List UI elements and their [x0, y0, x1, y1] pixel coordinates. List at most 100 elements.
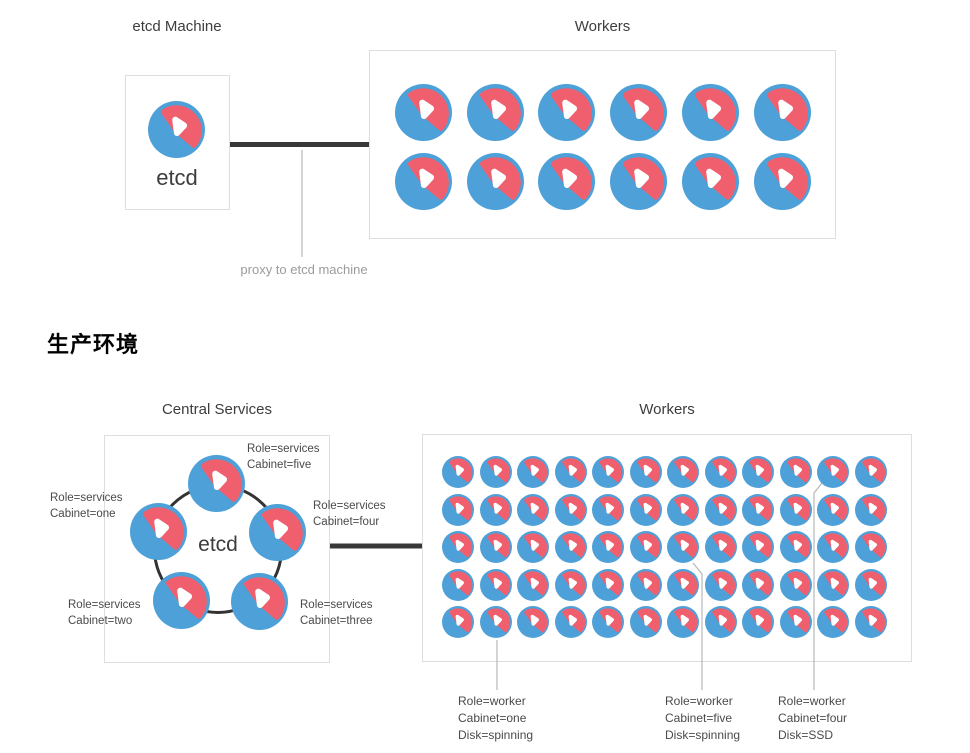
- node-label-line: Cabinet=one: [50, 508, 116, 520]
- worker-label-line: Cabinet=four: [778, 711, 848, 725]
- worker-label-line: Role=worker: [778, 694, 846, 708]
- worker-node-icon: [630, 531, 662, 563]
- worker-node-icon: [442, 456, 474, 488]
- worker-node-icon: [754, 153, 811, 210]
- worker-node-icon: [442, 606, 474, 638]
- worker-node-icon: [517, 606, 549, 638]
- node-label-line: Role=services: [50, 492, 123, 504]
- worker-node-icon: [517, 456, 549, 488]
- worker-node-icon: [780, 606, 812, 638]
- etcd-node-icon-three: [231, 573, 288, 630]
- node-label-line: Cabinet=five: [247, 459, 312, 471]
- worker-node-icon: [705, 606, 737, 638]
- node-label-line: Role=services: [300, 599, 373, 611]
- worker-node-icon: [480, 531, 512, 563]
- worker-label-line: Cabinet=one: [458, 711, 527, 725]
- node-label-cabinet-two: Role=services Cabinet=two: [68, 597, 141, 629]
- worker-label-cabinet-five: Role=worker Cabinet=five Disk=spinning: [665, 693, 740, 744]
- worker-node-icon: [817, 494, 849, 526]
- worker-node-icon: [442, 531, 474, 563]
- worker-node-icon: [555, 606, 587, 638]
- bottom-workers-title: Workers: [639, 401, 695, 418]
- worker-node-icon: [817, 606, 849, 638]
- worker-node-icon: [855, 456, 887, 488]
- worker-node-icon: [592, 494, 624, 526]
- node-label-cabinet-five: Role=services Cabinet=five: [247, 441, 320, 473]
- worker-node-icon: [780, 569, 812, 601]
- worker-node-icon: [780, 494, 812, 526]
- worker-label-line: Disk=spinning: [665, 728, 741, 742]
- worker-node-icon: [817, 531, 849, 563]
- worker-node-icon: [630, 569, 662, 601]
- worker-node-icon: [555, 569, 587, 601]
- node-label-line: Role=services: [68, 599, 141, 611]
- worker-node-icon: [742, 606, 774, 638]
- worker-node-icon: [610, 153, 667, 210]
- node-label-line: Cabinet=two: [68, 615, 133, 627]
- node-label-line: Role=services: [247, 443, 320, 455]
- worker-node-icon: [855, 494, 887, 526]
- worker-node-icon: [855, 531, 887, 563]
- worker-node-icon: [630, 494, 662, 526]
- worker-node-icon: [705, 569, 737, 601]
- etcd-machine-label: etcd: [156, 165, 198, 190]
- worker-node-icon: [742, 456, 774, 488]
- node-label-line: Cabinet=three: [300, 615, 373, 627]
- worker-node-icon: [780, 456, 812, 488]
- worker-node-icon: [538, 153, 595, 210]
- top-workers-title: Workers: [574, 18, 631, 35]
- worker-node-icon: [538, 84, 595, 141]
- worker-node-icon: [780, 531, 812, 563]
- worker-node-icon: [480, 494, 512, 526]
- worker-node-icon: [667, 606, 699, 638]
- etcd-machine-icon: [148, 101, 205, 158]
- worker-node-icon: [817, 569, 849, 601]
- worker-node-icon: [555, 531, 587, 563]
- worker-node-icon: [555, 494, 587, 526]
- worker-node-icon: [754, 84, 811, 141]
- worker-node-icon: [442, 569, 474, 601]
- node-label-line: Role=services: [313, 500, 386, 512]
- node-label-line: Cabinet=four: [313, 516, 380, 528]
- worker-node-icon: [855, 606, 887, 638]
- worker-node-icon: [480, 569, 512, 601]
- worker-node-icon: [555, 456, 587, 488]
- worker-label-cabinet-four: Role=worker Cabinet=four Disk=SSD: [778, 693, 847, 744]
- section-heading: 生产环境: [47, 332, 140, 357]
- worker-node-icon: [517, 531, 549, 563]
- worker-node-icon: [592, 531, 624, 563]
- worker-node-icon: [592, 456, 624, 488]
- worker-node-icon: [667, 531, 699, 563]
- worker-label-line: Role=worker: [458, 694, 526, 708]
- worker-node-icon: [517, 494, 549, 526]
- worker-label-line: Disk=spinning: [458, 728, 534, 742]
- etcd-machine-title: etcd Machine: [132, 18, 222, 35]
- worker-node-icon: [705, 531, 737, 563]
- worker-node-icon: [682, 153, 739, 210]
- worker-node-icon: [705, 494, 737, 526]
- worker-label-line: Disk=SSD: [778, 728, 834, 742]
- central-services-title: Central Services: [161, 401, 273, 418]
- worker-node-icon: [855, 569, 887, 601]
- worker-node-icon: [667, 569, 699, 601]
- worker-node-icon: [742, 569, 774, 601]
- worker-node-icon: [742, 494, 774, 526]
- worker-node-icon: [480, 456, 512, 488]
- worker-node-icon: [442, 494, 474, 526]
- worker-node-icon: [630, 606, 662, 638]
- top-workers-box: [369, 50, 836, 239]
- worker-node-icon: [705, 456, 737, 488]
- worker-node-icon: [667, 456, 699, 488]
- node-label-cabinet-four: Role=services Cabinet=four: [313, 498, 386, 530]
- worker-node-icon: [667, 494, 699, 526]
- proxy-annotation: proxy to etcd machine: [240, 262, 368, 277]
- node-label-cabinet-one: Role=services Cabinet=one: [50, 490, 123, 522]
- central-etcd-label: etcd: [198, 533, 238, 556]
- worker-node-icon: [480, 606, 512, 638]
- worker-node-icon: [592, 606, 624, 638]
- worker-label-line: Cabinet=five: [665, 711, 733, 725]
- worker-node-icon: [610, 84, 667, 141]
- etcd-node-icon-five: [188, 455, 245, 512]
- worker-node-icon: [467, 84, 524, 141]
